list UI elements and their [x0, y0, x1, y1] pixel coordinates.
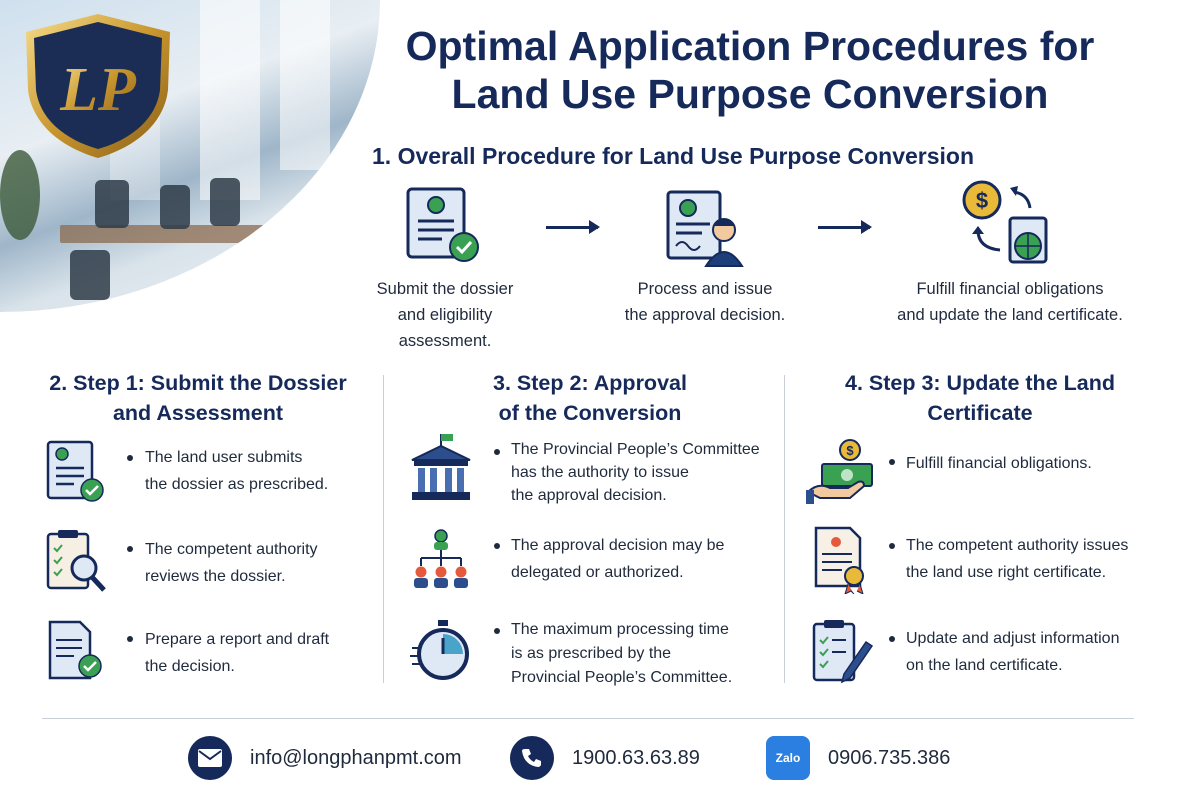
clipboard-search-icon — [46, 530, 106, 592]
clipboard-pen-icon — [812, 620, 874, 684]
list-item: The maximum processing time is as prescr… — [511, 621, 733, 686]
official-document-icon — [666, 190, 744, 267]
dossier-check-icon — [46, 440, 104, 502]
step1-heading: 2. Step 1: Submit the Dossier and Assess… — [49, 371, 347, 425]
finance-globe-icon: $ — [962, 180, 1048, 264]
list-item: Update and adjust information on the lan… — [906, 630, 1120, 674]
bullet — [127, 455, 133, 461]
bullet — [889, 636, 895, 642]
list-item: The competent authority reviews the doss… — [145, 541, 318, 585]
bullet — [494, 449, 500, 455]
svg-text:LP: LP — [59, 56, 137, 124]
list-item: Prepare a report and draft the decision. — [145, 631, 330, 675]
contact-phone[interactable]: 1900.63.63.89 — [510, 735, 700, 781]
report-check-icon — [48, 620, 102, 680]
phone-icon — [510, 736, 554, 780]
flow-step-1-text: Submit the dossier and eligibility asses… — [376, 280, 514, 350]
stopwatch-icon — [410, 620, 469, 680]
bullet — [127, 546, 133, 552]
list-item: The Provincial People’s Committee has th… — [511, 441, 760, 504]
svg-text:$: $ — [846, 443, 854, 458]
contact-zalo[interactable]: Zalo 0906.735.386 — [766, 735, 950, 781]
bullet — [127, 636, 133, 642]
overall-procedure-heading: 1. Overall Procedure for Land Use Purpos… — [372, 143, 975, 169]
document-check-icon — [406, 187, 479, 262]
step2-heading: 3. Step 2: Approval of the Conversion — [493, 371, 687, 425]
email-text[interactable]: info@longphanpmt.com — [250, 746, 462, 769]
bullet — [889, 543, 895, 549]
flow-arrow-1 — [546, 220, 600, 234]
zalo-label: Zalo — [775, 751, 801, 765]
zalo-icon: Zalo — [766, 736, 810, 780]
page-title: Optimal Application Procedures for Land … — [405, 23, 1095, 117]
email-icon — [188, 736, 232, 780]
flow-step-3-text: Fulfill financial obligations and update… — [897, 280, 1123, 324]
hierarchy-icon — [414, 529, 468, 588]
step3-heading: 4. Step 3: Update the Land Certificate — [845, 371, 1115, 425]
list-item: The competent authority issues the land … — [906, 537, 1129, 581]
bullet — [494, 543, 500, 549]
zalo-number[interactable]: 0906.735.386 — [828, 746, 951, 769]
flow-arrow-2 — [818, 220, 872, 234]
phone-text[interactable]: 1900.63.63.89 — [572, 746, 700, 769]
contact-email[interactable]: info@longphanpmt.com — [188, 735, 462, 781]
money-hand-icon: $ — [806, 439, 873, 504]
list-item: The approval decision may be delegated o… — [511, 537, 725, 581]
svg-text:$: $ — [976, 188, 988, 213]
column-divider-2 — [784, 375, 785, 683]
footer-divider — [42, 718, 1134, 719]
certificate-icon — [814, 526, 864, 594]
column-divider-1 — [383, 375, 384, 683]
list-item: Fulfill financial obligations. — [906, 455, 1092, 472]
bullet — [889, 459, 895, 465]
bullet — [494, 628, 500, 634]
company-logo: LP — [26, 14, 170, 158]
list-item: The land user submits the dossier as pre… — [145, 449, 329, 493]
government-building-icon — [411, 434, 471, 500]
flow-step-2-text: Process and issue the approval decision. — [624, 280, 786, 324]
